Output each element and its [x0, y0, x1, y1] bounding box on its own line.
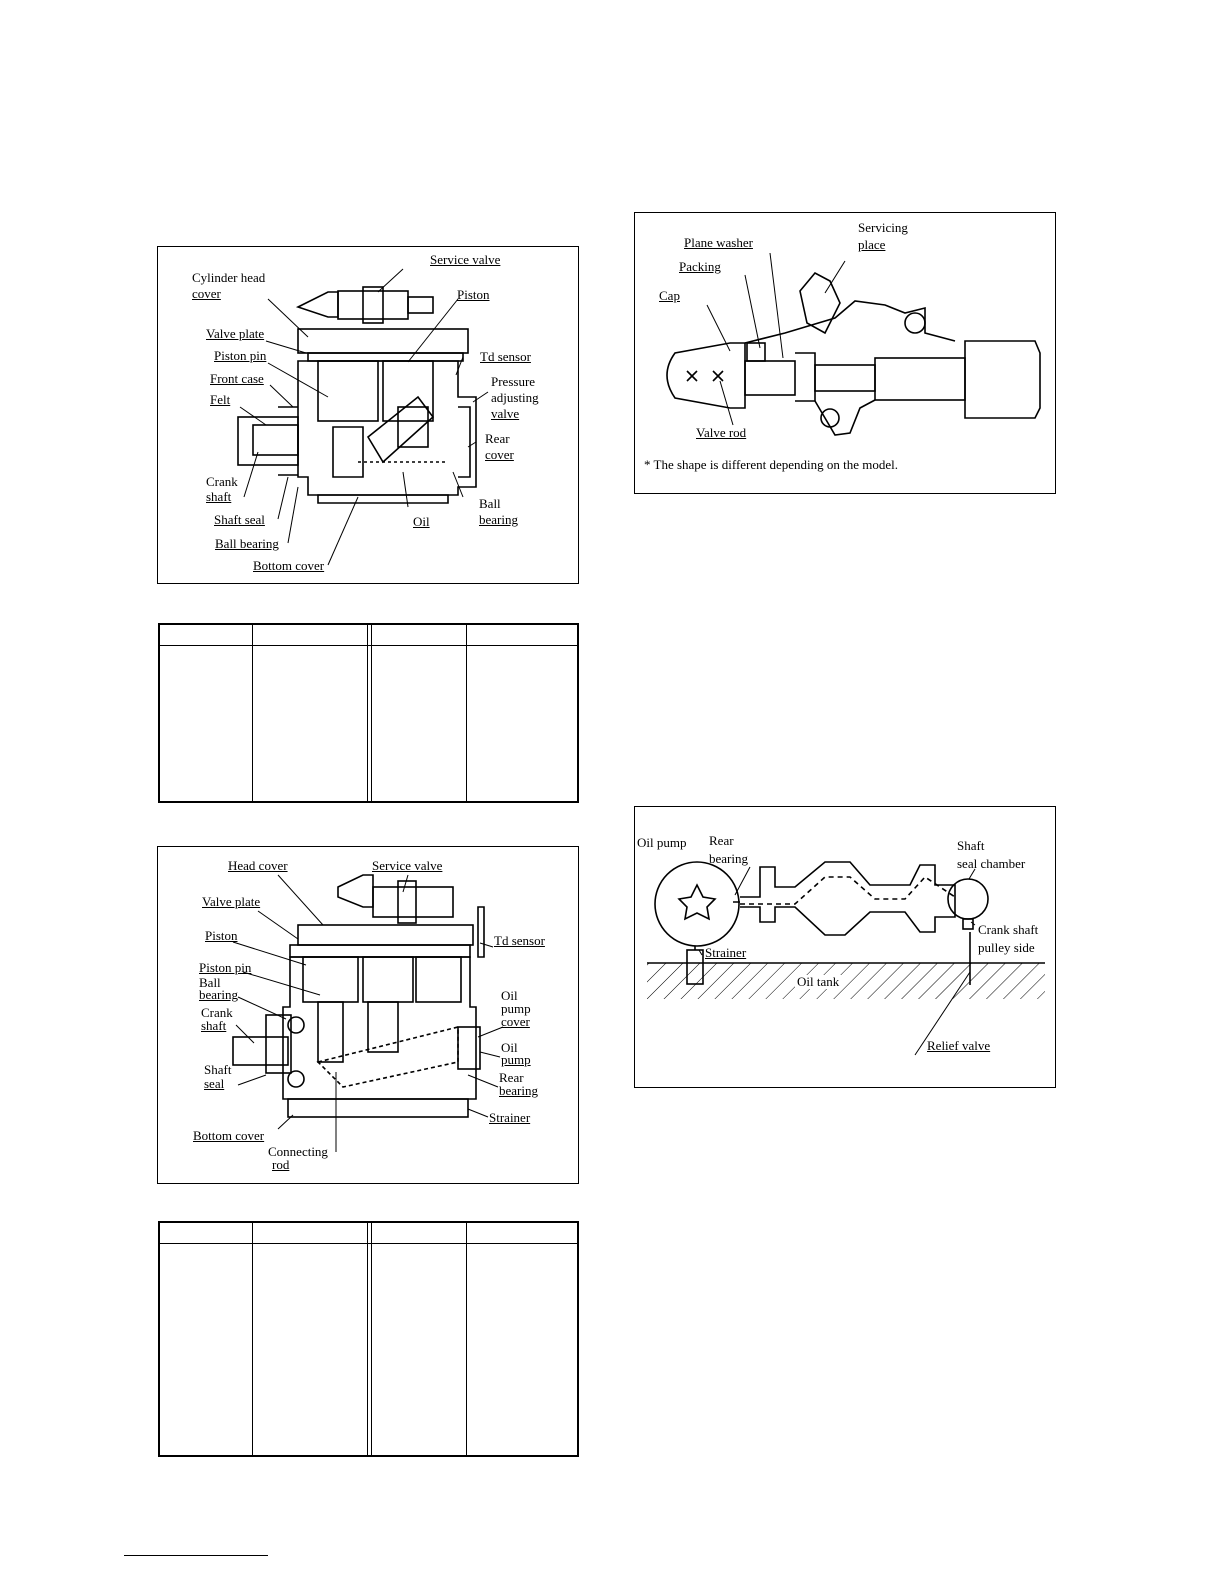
label-oil-pump-flow: Oil pump	[637, 835, 687, 850]
label-front-case: Front case	[210, 371, 264, 386]
table-column-divider	[466, 1223, 467, 1455]
label-valve-rod: Valve rod	[696, 425, 747, 440]
spec-table-2	[158, 1221, 579, 1457]
label-bottom-cover: Bottom cover	[253, 558, 325, 573]
table-column-divider	[367, 1223, 368, 1455]
label-cylinder-head-cover: cover	[192, 286, 221, 301]
label-crank-shaft: shaft	[206, 489, 232, 504]
label-seal-2: seal	[204, 1076, 225, 1091]
footer-rule	[124, 1555, 268, 1556]
oil-circulation-drawing	[647, 861, 1045, 1056]
label-seal-chamber: seal chamber	[957, 856, 1026, 871]
table-column-divider	[252, 625, 253, 801]
table-header-rule	[160, 1243, 577, 1244]
label-valve-plate: Valve plate	[206, 326, 265, 341]
label-rear-flow: Rear	[709, 833, 734, 848]
label-relief-valve: Relief valve	[927, 1038, 991, 1053]
table-column-divider	[367, 625, 368, 801]
label-ball: Ball	[479, 496, 501, 511]
label-servicing: Servicing	[858, 220, 908, 235]
label-servicing-place: place	[858, 237, 886, 252]
label-strainer-flow: Strainer	[705, 945, 747, 960]
label-crank-shaft-flow: Crank shaft	[978, 922, 1039, 937]
table-column-divider	[466, 625, 467, 801]
label-oil-pump-cover-a: Oil	[501, 988, 518, 1003]
label-shaft-seal: Shaft seal	[214, 512, 265, 527]
label-rear-cover: cover	[485, 447, 514, 462]
label-service-valve: Service valve	[430, 252, 501, 267]
label-shaft-2: Shaft	[204, 1062, 232, 1077]
label-pressure: Pressure	[491, 374, 536, 389]
label-pulley-side: pulley side	[978, 940, 1035, 955]
table-header-rule	[160, 645, 577, 646]
label-crank-shaft-2: shaft	[201, 1018, 227, 1033]
label-oil-pump-cover-b: pump	[501, 1001, 531, 1016]
label-strainer-2: Strainer	[489, 1110, 531, 1125]
label-ball-bearing-rear: bearing	[479, 512, 518, 527]
compressor-drawing-1	[237, 268, 489, 566]
label-service-valve-2: Service valve	[372, 858, 443, 873]
label-head-cover: Head cover	[228, 858, 288, 873]
label-packing: Packing	[679, 259, 721, 274]
spec-table-1	[158, 623, 579, 803]
table-column-divider	[252, 1223, 253, 1455]
label-felt: Felt	[210, 392, 231, 407]
label-rear-2: Rear	[499, 1070, 524, 1085]
oil-tank-hatch	[647, 963, 1045, 999]
model-note: * The shape is different depending on th…	[644, 457, 899, 472]
label-cap: Cap	[659, 288, 680, 303]
label-connecting: Connecting	[268, 1144, 328, 1159]
compressor-diagram-1: Service valve Cylinder head cover Piston…	[157, 246, 579, 584]
label-plane-washer: Plane washer	[684, 235, 753, 250]
compressor-diagram-2: Head cover Service valve Valve plate Pis…	[157, 846, 579, 1184]
label-bottom-cover-2: Bottom cover	[193, 1128, 265, 1143]
label-piston-pin: Piston pin	[214, 348, 267, 363]
oil-circulation-diagram: Oil pump Rear bearing Shaft seal chamber…	[634, 806, 1056, 1088]
label-cylinder-head: Cylinder head	[192, 270, 266, 285]
label-pressure-valve: valve	[491, 406, 520, 421]
label-oil-pump-cover-c: cover	[501, 1014, 530, 1029]
label-shaft-flow: Shaft	[957, 838, 985, 853]
label-oil-pump-a: Oil	[501, 1040, 518, 1055]
label-rear: Rear	[485, 431, 510, 446]
label-adjusting: adjusting	[491, 390, 539, 405]
label-crank: Crank	[206, 474, 238, 489]
label-piston: Piston	[457, 287, 490, 302]
label-oil: Oil	[413, 514, 430, 529]
label-oil-tank: Oil tank	[795, 974, 842, 989]
label-crank-2: Crank	[201, 1005, 233, 1020]
label-rear-bearing-flow: bearing	[709, 851, 748, 866]
table-column-divider	[371, 625, 372, 801]
table-column-divider	[371, 1223, 372, 1455]
service-valve-drawing	[666, 252, 1041, 436]
label-connecting-rod: rod	[272, 1157, 290, 1172]
label-bearing-2: bearing	[199, 987, 238, 1002]
label-piston-2: Piston	[205, 928, 238, 943]
label-ball-bearing: Ball bearing	[215, 536, 279, 551]
label-ball-2: Ball	[199, 975, 221, 990]
label-valve-plate-2: Valve plate	[202, 894, 261, 909]
label-td-sensor: Td sensor	[480, 349, 531, 364]
compressor-drawing-2	[232, 874, 504, 1152]
service-valve-diagram: Plane washer Servicing place Packing Cap…	[634, 212, 1056, 494]
label-oil-pump-b: pump	[501, 1052, 531, 1067]
label-piston-pin-2: Piston pin	[199, 960, 252, 975]
label-td-sensor-2: Td sensor	[494, 933, 545, 948]
label-rear-bearing-2: bearing	[499, 1083, 538, 1098]
